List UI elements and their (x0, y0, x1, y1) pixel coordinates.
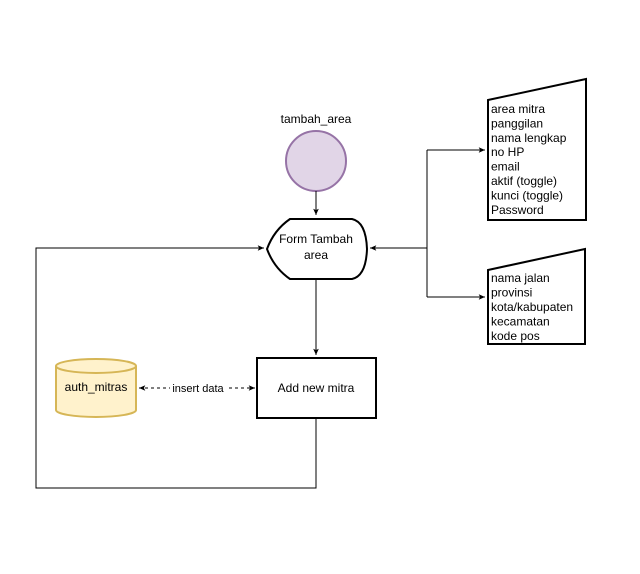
input-field-label: area mitra (491, 102, 545, 116)
input-field-label: panggilan (491, 116, 543, 130)
process-node[interactable] (256, 357, 377, 419)
process-node-label: Add new mitra (278, 381, 355, 395)
input-field-label: Password (491, 203, 544, 217)
input-top-node[interactable] (487, 77, 587, 221)
form-node-label-2: area (304, 248, 328, 262)
input-field-label: provinsi (491, 286, 532, 300)
input-bottom-node[interactable] (487, 247, 586, 345)
edge-db-link-label: insert data (172, 383, 224, 395)
database-node-label: auth_mitras (65, 380, 128, 394)
input-field-label: no HP (491, 145, 524, 159)
input-field-label: kecamatan (491, 315, 550, 329)
input-field-label: nama jalan (491, 271, 550, 285)
input-field-label: email (491, 160, 520, 174)
input-field-label: nama lengkap (491, 131, 567, 145)
database-node[interactable] (55, 358, 137, 418)
form-node-label-1: Form Tambah (279, 232, 353, 246)
input-bottom-fields: nama jalanprovinsikota/kabupatenkecamata… (491, 271, 573, 343)
input-field-label: kota/kabupaten (491, 300, 573, 314)
start-node-label: tambah_area (281, 112, 352, 126)
input-field-label: kode pos (491, 329, 540, 343)
edge-process-loop-to-form (35, 245, 317, 489)
form-node[interactable] (265, 218, 369, 280)
start-node[interactable] (285, 130, 347, 192)
input-field-label: aktif (toggle) (491, 174, 557, 188)
edge-db-link-label-bg (170, 381, 226, 395)
input-field-label: kunci (toggle) (491, 188, 563, 202)
